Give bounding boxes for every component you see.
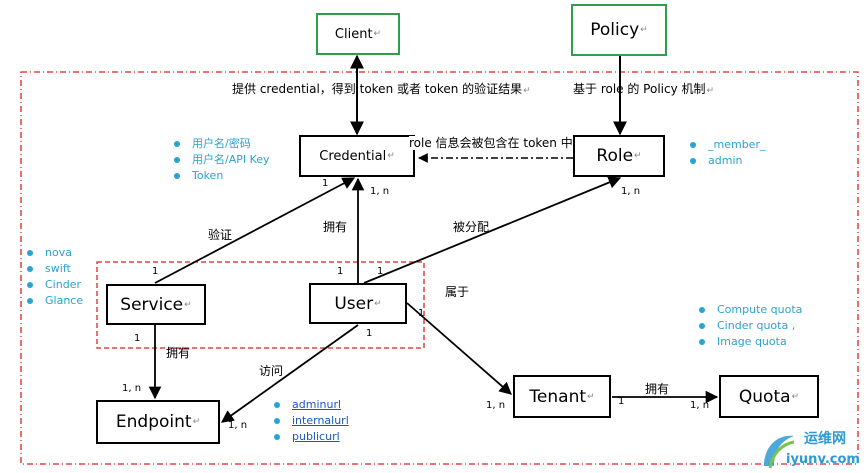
mult-service-one-bottom: 1 (134, 333, 141, 344)
node-policy-label: Policy (590, 20, 640, 40)
node-endpoint: Endpoint↵ (96, 400, 220, 444)
watermark-logo-icon (764, 435, 795, 469)
node-role-label: Role (596, 146, 634, 166)
label-role-credential: role 信息会被包含在 token 中 (409, 136, 573, 150)
mult-credential-one: 1 (322, 178, 329, 189)
label-user-credential: 拥有 (323, 220, 348, 234)
node-endpoint-label: Endpoint (115, 412, 192, 432)
list-item: _member_ (688, 137, 765, 153)
node-tenant: Tenant↵ (513, 375, 611, 418)
node-user: User↵ (309, 283, 407, 324)
mult-quota-many: 1, n (690, 400, 710, 411)
mult-endpoint-many-top: 1, n (122, 383, 142, 394)
list-item: Cinder (25, 277, 83, 293)
node-credential: Credential↵ (299, 135, 415, 177)
list-item: Image quota (697, 334, 802, 350)
list-item: 用户名/密码 (172, 136, 270, 152)
service-list: nova swift Cinder Glance (25, 245, 83, 309)
label-role-credential-text: role 信息会被包含在 token 中 (409, 136, 573, 150)
list-item: swift (25, 261, 83, 277)
list-item: 用户名/API Key (172, 152, 270, 168)
mult-service-one-top: 1 (152, 266, 159, 277)
label-tenant-quota: 拥有 (645, 382, 670, 396)
credential-type-list: 用户名/密码 用户名/API Key Token (172, 136, 270, 184)
mult-user-one-bottom: 1 (366, 328, 373, 339)
edge-service-credential (154, 177, 356, 284)
mult-credential-many: 1, n (370, 186, 390, 197)
quota-list: Compute quota Cinder quota , Image quota (697, 302, 802, 350)
mult-tenant-one: 1 (618, 396, 625, 407)
label-client-credential: 提供 credential，得到 token 或者 token 的验证结果↵ (232, 82, 531, 96)
label-policy-role: 基于 role 的 Policy 机制↵ (573, 82, 715, 96)
label-client-credential-text: 提供 credential，得到 token 或者 token 的验证结果 (232, 82, 523, 96)
edge-user-endpoint (220, 324, 359, 423)
service-user-group-frame (96, 261, 425, 349)
list-item: internalurl (272, 413, 349, 429)
role-list: _member_ admin (688, 137, 765, 169)
node-quota-label: Quota (738, 386, 791, 407)
watermark-cn: 运维网 (804, 431, 846, 447)
node-client: Client↵ (316, 13, 400, 55)
list-item: adminurl (272, 397, 349, 413)
mult-tenant-many: 1, n (486, 400, 506, 411)
edge-user-tenant (406, 302, 512, 395)
node-service: Service↵ (106, 284, 206, 325)
node-quota: Quota↵ (719, 375, 819, 418)
edge-user-role (363, 176, 622, 284)
node-user-label: User (334, 293, 374, 314)
node-policy: Policy↵ (571, 4, 667, 56)
mult-user-one-top-right: 1 (377, 266, 384, 277)
label-user-tenant: 属于 (445, 285, 470, 299)
node-client-label: Client (334, 26, 373, 42)
mult-user-one-right: 1 (418, 308, 425, 319)
list-item: publicurl (272, 429, 349, 445)
label-policy-role-text: 基于 role 的 Policy 机制 (573, 82, 706, 96)
endpoint-url-list: adminurl internalurl publicurl (272, 397, 349, 445)
label-service-credential: 验证 (208, 228, 233, 242)
watermark-en: iyunv.com (786, 452, 860, 467)
list-item: admin (688, 153, 765, 169)
node-credential-label: Credential (319, 148, 387, 164)
node-tenant-label: Tenant (529, 386, 587, 407)
label-user-endpoint: 访问 (259, 364, 284, 378)
label-user-role: 被分配 (453, 220, 490, 234)
node-role: Role↵ (573, 135, 665, 177)
list-item: Token (172, 168, 270, 184)
mult-endpoint-many-right: 1, n (228, 420, 248, 431)
system-boundary-frame (20, 71, 859, 465)
list-item: Cinder quota , (697, 318, 802, 334)
mult-user-one-top-left: 1 (337, 266, 344, 277)
list-item: Glance (25, 293, 83, 309)
list-item: nova (25, 245, 83, 261)
label-service-endpoint: 拥有 (166, 346, 191, 360)
node-service-label: Service (120, 294, 184, 315)
list-item: Compute quota (697, 302, 802, 318)
mult-role-many: 1, n (621, 186, 641, 197)
